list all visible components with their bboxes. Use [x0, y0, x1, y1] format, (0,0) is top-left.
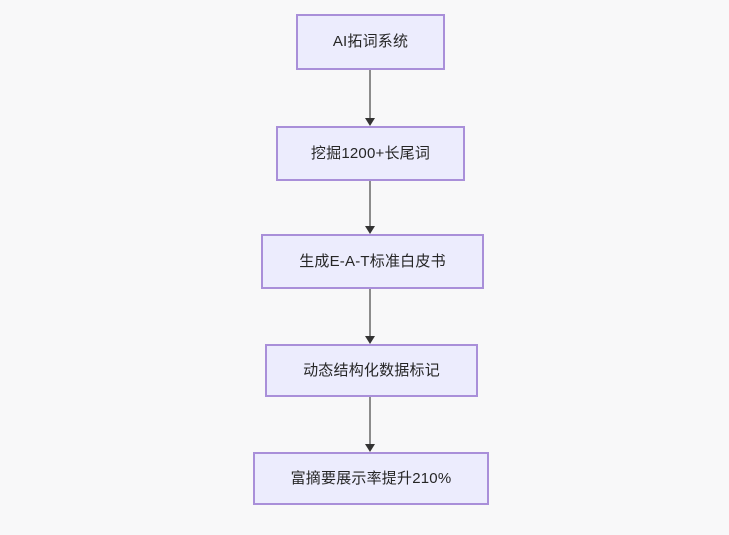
flow-node-label: AI拓词系统: [332, 33, 409, 50]
edge-n3-n4: [369, 289, 371, 336]
flow-node-label: 挖掘1200+长尾词: [310, 144, 431, 162]
flow-node-label: 富摘要展示率提升210%: [290, 469, 452, 487]
flow-node-generate-eat-whitepaper[interactable]: 生成E-A-T标准白皮书: [261, 234, 484, 289]
edge-n4-n5: [369, 397, 371, 444]
flow-node-dynamic-structured-data-markup[interactable]: 动态结构化数据标记: [265, 344, 478, 397]
flow-node-rich-snippet-impression-uplift[interactable]: 富摘要展示率提升210%: [253, 452, 489, 505]
flow-node-label: 动态结构化数据标记: [303, 361, 440, 379]
arrowhead-n1-n2: [365, 118, 375, 126]
edge-n1-n2: [369, 70, 371, 118]
flow-node-mine-longtail-keywords[interactable]: 挖掘1200+长尾词: [276, 126, 465, 181]
arrowhead-n4-n5: [365, 444, 375, 452]
arrowhead-n2-n3: [365, 226, 375, 234]
flow-node-ai-keyword-system[interactable]: AI拓词系统: [296, 14, 445, 70]
edge-n2-n3: [369, 181, 371, 226]
flow-node-label: 生成E-A-T标准白皮书: [299, 252, 446, 270]
arrowhead-n3-n4: [365, 336, 375, 344]
